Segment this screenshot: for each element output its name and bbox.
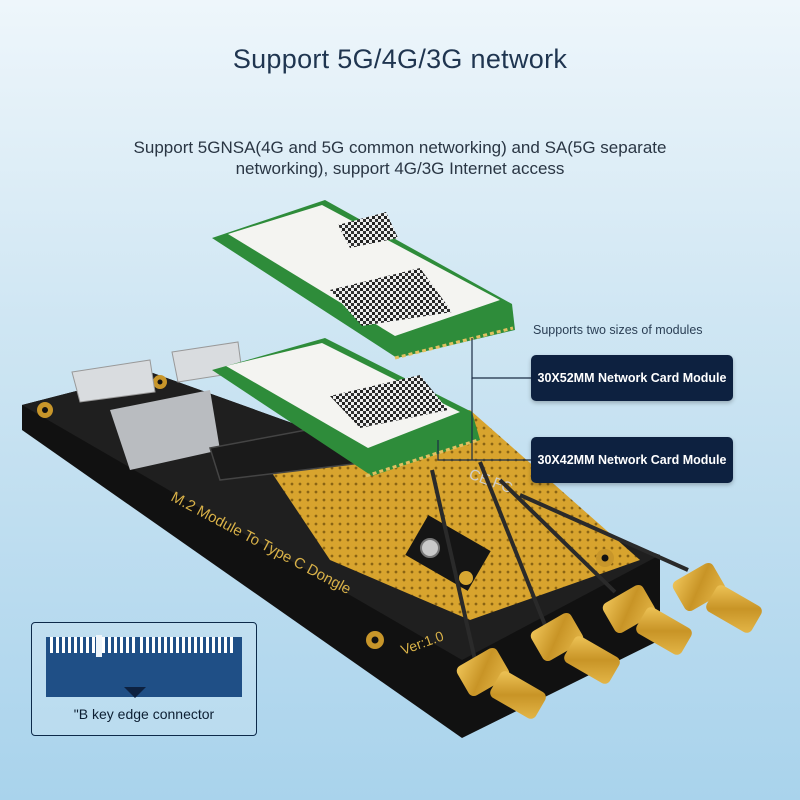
sma-connector-3 <box>498 478 692 655</box>
callout-30x42-module: 30X42MM Network Card Module <box>531 437 733 483</box>
sma-connector-2 <box>478 461 620 684</box>
type-c-port-left <box>71 359 156 403</box>
sma-connectors <box>430 461 762 719</box>
callout-leaders <box>437 338 531 461</box>
shield-block <box>110 390 220 470</box>
b-key-caption: "B key edge connector <box>73 706 215 722</box>
module-sizes-note: Supports two sizes of modules <box>533 323 703 337</box>
rf-connector <box>420 538 440 558</box>
page-title: Support 5G/4G/3G network <box>232 44 568 74</box>
page-subtitle: Support 5GNSA(4G and 5G common networkin… <box>133 138 667 178</box>
module-30x42 <box>212 338 480 478</box>
sma-connector-1 <box>430 469 546 719</box>
callout-30x52-module: 30X52MM Network Card Module <box>531 355 733 401</box>
b-key-notch <box>96 635 102 657</box>
b-key-connector-panel: "B key edge connector <box>31 622 257 736</box>
sma-connector-4 <box>519 493 762 633</box>
b-key-pointer <box>124 687 146 698</box>
b-key-connector-diagram <box>46 635 242 698</box>
module-30x52 <box>212 200 515 360</box>
